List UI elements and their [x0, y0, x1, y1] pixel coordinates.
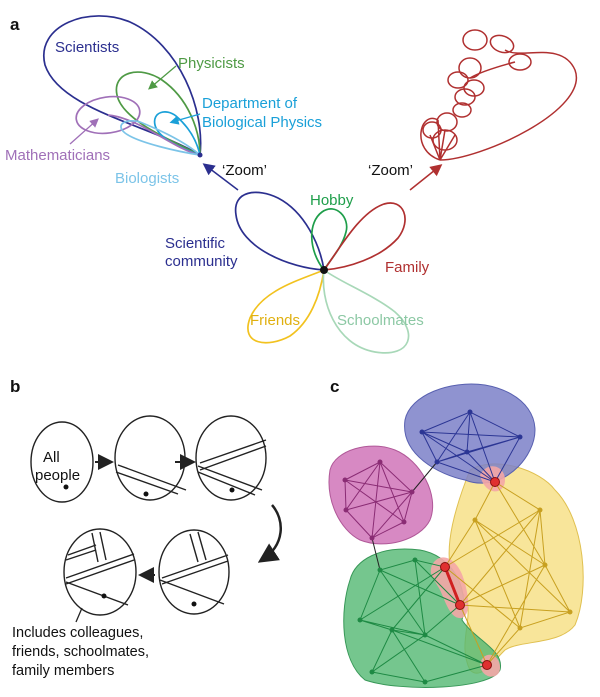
family-zoom-cluster — [420, 29, 578, 161]
zoom-left-arrow — [202, 163, 239, 191]
step-arrow-3 — [257, 504, 282, 563]
label-all: All — [43, 449, 60, 466]
network-nodes — [342, 409, 573, 685]
self-node-1 — [63, 484, 69, 490]
label-biologists: Biologists — [115, 170, 179, 187]
mathematicians-loop — [75, 95, 141, 135]
label-department-line1: Department of — [202, 95, 298, 112]
caption-line-3: family members — [12, 663, 114, 679]
label-physicists: Physicists — [178, 55, 245, 72]
overlap-node-4 — [482, 660, 492, 670]
panel-label-b: b — [10, 377, 20, 396]
zoom-right-label: ‘Zoom’ — [368, 162, 413, 179]
network-edges — [344, 411, 571, 683]
label-schoolmates: Schoolmates — [337, 312, 424, 329]
community-regions — [328, 383, 584, 688]
oval-step-3 — [195, 415, 267, 501]
schoolmates-loop — [322, 268, 410, 354]
caption-line-2: friends, schoolmates, — [12, 644, 149, 660]
oval-step-5 — [63, 528, 137, 616]
label-hobby: Hobby — [310, 192, 354, 209]
physicists-pointer — [148, 65, 177, 90]
physicists-loop — [115, 71, 201, 157]
scientific-community-loop — [234, 191, 326, 271]
self-node-2 — [143, 491, 149, 497]
overlap-edges — [443, 566, 462, 606]
panel-label-a: a — [10, 15, 20, 34]
flower-center-node — [320, 266, 328, 274]
label-department-line2: Biological Physics — [202, 114, 322, 131]
scientist-petals — [42, 15, 203, 157]
self-node-5 — [101, 593, 107, 599]
community-flower — [234, 191, 410, 354]
caption-line-1: Includes colleagues, — [12, 625, 143, 641]
blue-community-region — [404, 383, 536, 484]
panel-label-c: c — [330, 377, 339, 396]
oval-step-4 — [158, 529, 230, 615]
self-node-3 — [229, 487, 235, 493]
label-scientists: Scientists — [55, 39, 119, 56]
label-people: people — [35, 467, 80, 484]
oval-step-2 — [114, 415, 187, 501]
label-mathematicians: Mathematicians — [5, 147, 110, 164]
friends-loop — [247, 268, 326, 344]
label-scientific-line1: Scientific — [165, 235, 226, 252]
label-family: Family — [385, 259, 430, 276]
mathematicians-pointer — [69, 118, 99, 145]
oval-all-people — [30, 421, 94, 503]
family-loop — [322, 202, 406, 272]
scientist-center — [197, 152, 203, 158]
label-scientific-line2: community — [165, 253, 238, 270]
overlap-node-1 — [490, 477, 500, 487]
caption-pointer — [75, 607, 83, 623]
department-pointer — [169, 113, 201, 125]
overlap-node-3 — [455, 600, 465, 610]
overlap-node-2 — [440, 562, 450, 572]
partition-sequence — [30, 415, 267, 616]
biologists-loop — [120, 120, 203, 157]
zoom-left-label: ‘Zoom’ — [222, 162, 267, 179]
label-friends: Friends — [250, 312, 300, 329]
zoom-right-arrow — [409, 164, 443, 191]
scientists-loop — [42, 15, 202, 157]
self-node-4 — [191, 601, 197, 607]
hobby-loop — [310, 208, 348, 272]
